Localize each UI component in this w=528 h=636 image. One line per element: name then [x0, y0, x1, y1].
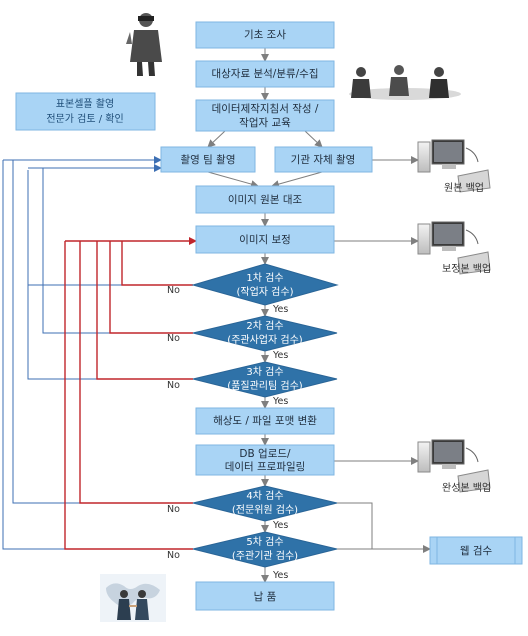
no-label-5: No: [167, 550, 180, 561]
no-label-4: No: [167, 504, 180, 515]
step-inhouse-photo-label: 기관 자체 촬영: [291, 154, 356, 166]
no-label-3: No: [167, 380, 180, 391]
step-compare-original-label: 이미지 원본 대조: [228, 194, 303, 206]
step-db-upload-label-1: DB 업로드/: [239, 447, 291, 460]
yes-label-1: Yes: [272, 304, 288, 315]
step-delivery-label: 납 품: [254, 591, 277, 603]
sample-review-label-2: 전문가 검토 / 확인: [46, 113, 123, 125]
step-image-correction: 이미지 보정: [195, 225, 335, 254]
main-connectors: [207, 48, 431, 583]
check-3: 3차 검수 (품질관리팀 검수): [192, 361, 338, 398]
yes-label-2: Yes: [272, 350, 288, 361]
web-review-box: 웹 검수: [429, 536, 523, 565]
sample-review-label-1: 표본셀플 촬영: [56, 98, 114, 110]
check-4-title: 4차 검수: [246, 490, 283, 502]
step-format-convert: 해상도 / 파일 포맷 변환: [195, 407, 335, 435]
step-guideline-label-2: 작업자 교육: [239, 116, 291, 129]
person-binoculars-illustration: [126, 13, 162, 76]
step-guideline: 데이터제작지침서 작성 / 작업자 교육: [195, 99, 335, 132]
step-image-correction-label: 이미지 보정: [239, 234, 291, 246]
check-2-title: 2차 검수: [246, 320, 283, 332]
check-4: 4차 검수 (전문위원 검수): [192, 485, 338, 522]
step-basic-survey-label: 기초 조사: [244, 29, 286, 41]
computer-backup-original-icon: [417, 139, 491, 193]
step-delivery: 납 품: [195, 581, 335, 611]
step-format-convert-label: 해상도 / 파일 포맷 변환: [213, 414, 317, 427]
check-2-subtitle: (주관사업자 검수): [227, 333, 302, 346]
step-analysis: 대상자료 분석/분류/수집: [195, 60, 335, 88]
no-label-2: No: [167, 333, 180, 344]
yes-label-3: Yes: [272, 396, 288, 407]
computer-backup-final-icon: [417, 439, 491, 493]
sample-review-box: 표본셀플 촬영 전문가 검토 / 확인: [15, 92, 156, 131]
check-5-subtitle: (주관기관 검수): [232, 550, 298, 562]
yes-label-4: Yes: [272, 520, 288, 531]
check-1: 1차 검수 (작업자 검수): [191, 263, 339, 306]
step-db-upload: DB 업로드/ 데이터 프로파일링: [195, 444, 335, 476]
meeting-people-illustration: [349, 65, 461, 100]
step-team-photo: 촬영 팀 촬영: [160, 146, 256, 173]
check-1-subtitle: (작업자 검수): [237, 285, 294, 298]
feedback-lines-blue: [2, 156, 193, 550]
step-team-photo-label: 촬영 팀 촬영: [181, 154, 236, 166]
no-label-1: No: [167, 285, 180, 296]
step-analysis-label: 대상자료 분석/분류/수집: [211, 68, 318, 80]
check-3-subtitle: (품질관리팀 검수): [227, 380, 302, 392]
yes-label-5: Yes: [272, 570, 288, 581]
backup-final-label: 완성본 백업: [442, 481, 491, 494]
web-review-label: 웹 검수: [460, 545, 493, 557]
computer-backup-corrected-icon: [417, 221, 491, 275]
check-1-title: 1차 검수: [246, 272, 283, 284]
backup-corrected-label: 보정본 백업: [442, 262, 491, 275]
handshake-world-illustration: [100, 574, 166, 622]
yes-no-labels: Yes Yes Yes Yes Yes No No No No No: [167, 285, 288, 581]
step-guideline-label-1: 데이터제작지침서 작성 /: [212, 103, 319, 115]
feedback-lines-red: [64, 237, 197, 550]
step-db-upload-label-2: 데이터 프로파일링: [225, 460, 306, 473]
check-3-title: 3차 검수: [246, 366, 283, 378]
step-basic-survey: 기초 조사: [195, 21, 335, 49]
backup-original-label: 원본 백업: [444, 181, 484, 194]
check-5-title: 5차 검수: [246, 536, 283, 548]
step-compare-original: 이미지 원본 대조: [195, 185, 335, 214]
check-5: 5차 검수 (주관기관 검수): [192, 531, 338, 568]
step-inhouse-photo: 기관 자체 촬영: [274, 146, 373, 173]
check-4-subtitle: (전문위원 검수): [232, 503, 298, 516]
check-2: 2차 검수 (주관사업자 검수): [192, 315, 338, 352]
